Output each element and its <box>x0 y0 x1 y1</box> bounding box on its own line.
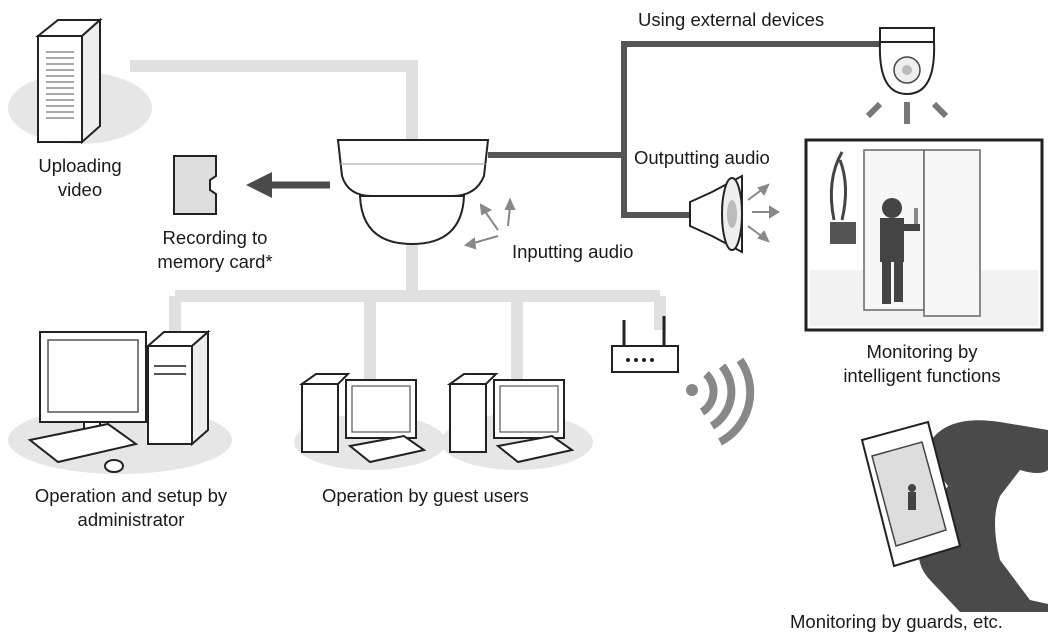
router-icon <box>611 316 679 373</box>
external-device-line <box>488 41 880 218</box>
administrator-pc-icon <box>8 329 232 474</box>
guard-silhouette <box>918 420 1048 612</box>
smartphone-icon <box>860 420 962 568</box>
label-line: Uploading <box>38 155 122 176</box>
server-icon <box>8 17 152 145</box>
label-line: Recording to <box>162 227 268 248</box>
wireless-signal-icon <box>686 357 755 446</box>
recording-arrow <box>246 172 330 198</box>
label-external-devices: Using external devices <box>638 9 825 30</box>
dome-camera-icon <box>336 139 490 246</box>
intelligent-monitoring-scene <box>804 138 1044 332</box>
label-line: memory card* <box>157 251 273 272</box>
label-outputting-audio: Outputting audio <box>634 147 770 168</box>
label-guest-users: Operation by guest users <box>322 485 529 506</box>
guest-pc-icon <box>441 373 593 470</box>
label-recording-card: Recording to memory card* <box>140 226 290 274</box>
label-inputting-audio: Inputting audio <box>512 241 634 262</box>
label-line: Operation and setup by <box>34 485 228 506</box>
label-line: intelligent functions <box>843 365 1001 386</box>
person-silhouette <box>880 198 920 304</box>
speaker-icon <box>689 174 780 254</box>
guest-pc-icon <box>294 373 446 470</box>
input-audio-arrows <box>463 197 516 250</box>
label-line: administrator <box>77 509 185 530</box>
label-administrator: Operation and setup by administrator <box>0 484 262 532</box>
memory-card-icon <box>173 155 217 215</box>
label-uploading-video: Uploading video <box>20 154 140 202</box>
label-guards: Monitoring by guards, etc. <box>790 611 1003 632</box>
label-line: Monitoring by <box>866 341 978 362</box>
label-intelligent-functions: Monitoring by intelligent functions <box>812 340 1032 388</box>
external-camera-icon <box>865 27 949 124</box>
label-line: video <box>57 179 103 200</box>
